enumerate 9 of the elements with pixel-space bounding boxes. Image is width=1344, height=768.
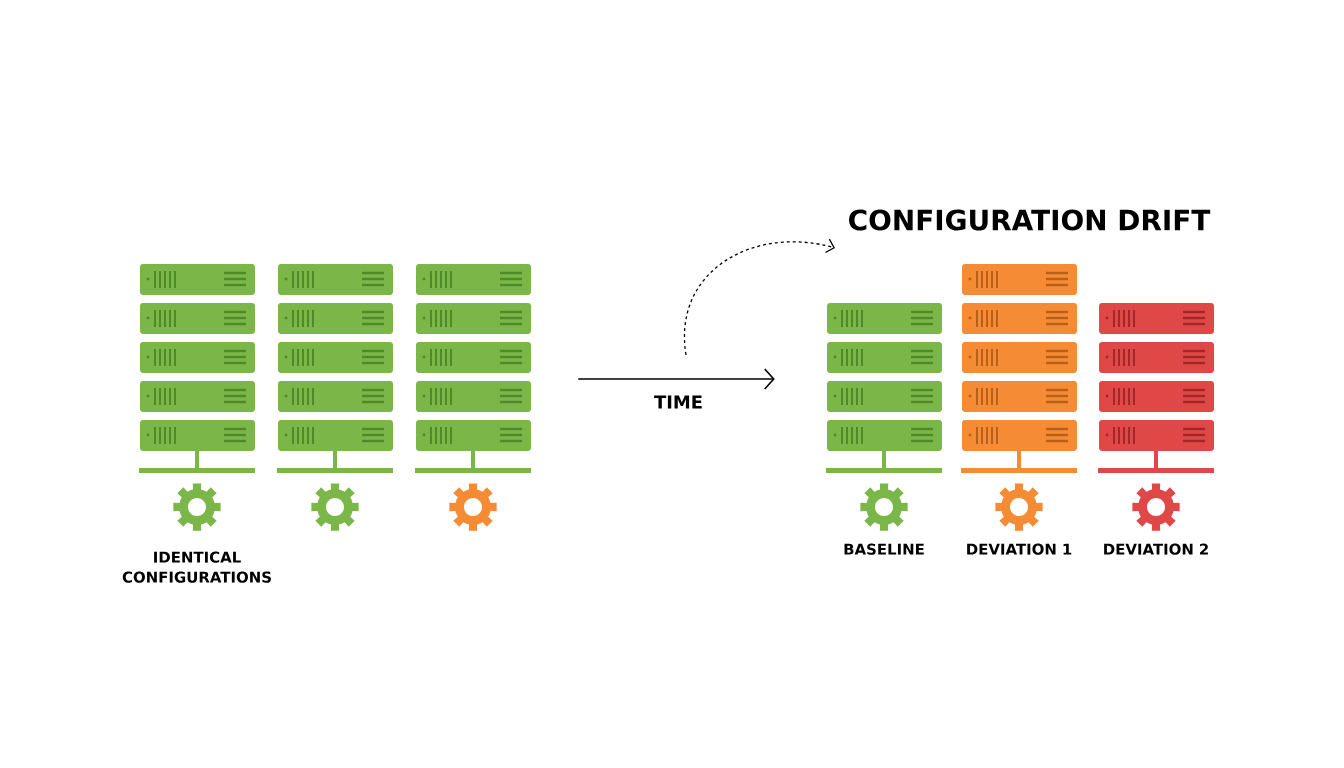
- server-rack-drawing: [415, 264, 531, 531]
- rack-label: IDENTICAL CONFIGURATIONS: [122, 551, 271, 583]
- edge-label: TIME: [654, 395, 702, 409]
- rack-label: DEVIATION 2: [1104, 543, 1208, 555]
- title: CONFIGURATION DRIFT: [849, 209, 1211, 231]
- arrow: [577, 368, 775, 390]
- rack-label: BASELINE: [844, 543, 924, 555]
- server-rack-drawing: [277, 264, 393, 531]
- rack-label: DEVIATION 1: [967, 543, 1072, 555]
